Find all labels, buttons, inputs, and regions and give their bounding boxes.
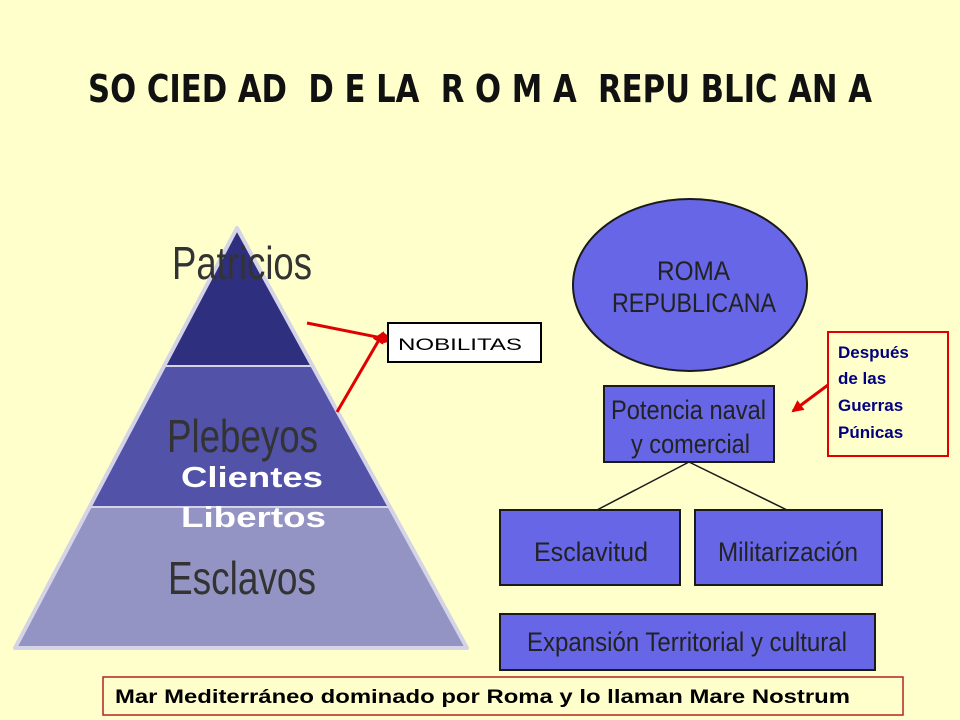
nobilitas-label: NOBILITAS bbox=[398, 335, 522, 354]
note-line-3: Guerras bbox=[838, 396, 903, 415]
connector-potencia-militarizacion bbox=[688, 461, 788, 511]
footer-box bbox=[102, 676, 904, 716]
pyramid-outline bbox=[13, 226, 469, 650]
rome-diagram: ROMA REPUBLICANA Potencia naval y comerc… bbox=[499, 198, 883, 671]
pyramid-level-plebeyos bbox=[89, 366, 390, 507]
node-potencia-label-line1: Potencia naval bbox=[611, 395, 766, 425]
node-expansion-label: Expansión Territorial y cultural bbox=[527, 627, 847, 657]
pyramid-level-patricios bbox=[164, 228, 313, 366]
arrow-plebeyos-to-nobilitas bbox=[335, 331, 385, 413]
node-potencia-label-line2: y comercial bbox=[631, 429, 750, 459]
node-roma-republicana bbox=[572, 198, 808, 372]
note-line-2: de las bbox=[838, 369, 886, 388]
connector-potencia-esclavitud bbox=[596, 461, 690, 511]
pyramid-level-esclavos bbox=[15, 507, 467, 648]
node-militarizacion-label: Militarización bbox=[718, 537, 858, 567]
pyramid-sublabel-libertos: Libertos bbox=[181, 502, 326, 534]
node-expansion bbox=[499, 613, 876, 671]
social-pyramid: Patricios Plebeyos Clientes Libertos Esc… bbox=[13, 226, 469, 650]
node-esclavitud-label: Esclavitud bbox=[534, 537, 648, 567]
pyramid-label-patricios: Patricios bbox=[172, 237, 312, 289]
note-box bbox=[827, 331, 949, 457]
pyramid-sublabel-clientes: Clientes bbox=[181, 462, 323, 494]
node-militarizacion bbox=[694, 509, 883, 586]
footer-text: Mar Mediterráneo dominado por Roma y lo … bbox=[115, 687, 850, 708]
node-esclavitud bbox=[499, 509, 681, 586]
slide-title: SO CIED AD D E LA R O M A REPU BLIC AN A bbox=[88, 67, 872, 111]
note-line-4: Púnicas bbox=[838, 423, 903, 442]
pyramid-label-plebeyos: Plebeyos bbox=[167, 410, 318, 462]
pyramid-label-esclavos: Esclavos bbox=[168, 552, 316, 604]
node-roma-label-line2: REPUBLICANA bbox=[612, 288, 776, 318]
nobilitas-box bbox=[387, 322, 542, 363]
arrow-note-to-potencia bbox=[791, 383, 829, 413]
note-line-1: Después bbox=[838, 343, 909, 362]
node-roma-label-line1: ROMA bbox=[657, 256, 730, 286]
